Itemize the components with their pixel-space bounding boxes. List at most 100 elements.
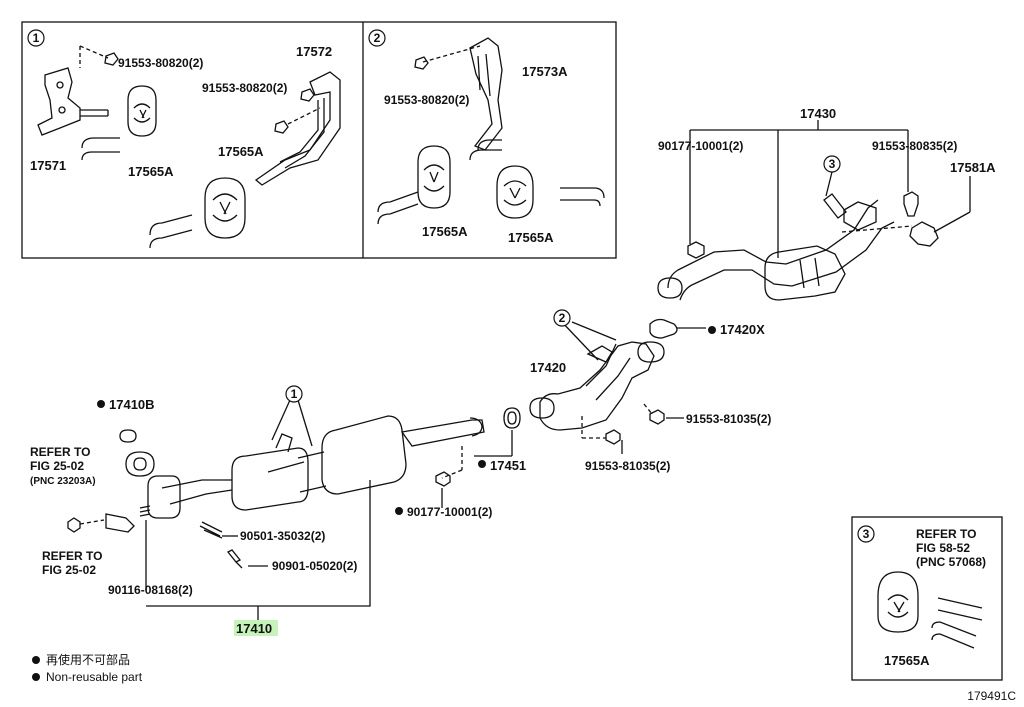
flange <box>529 397 555 419</box>
non-reusable-bullet <box>708 326 716 334</box>
pipe-stub <box>149 214 193 249</box>
nut-90177-icon <box>687 241 705 259</box>
bolt-91553-icon <box>104 52 119 66</box>
callout-2-tag-text: 2 <box>559 311 566 325</box>
tailpipe-tip <box>843 201 877 231</box>
bracket-17573A <box>469 37 503 151</box>
panel-1-tag-text: 1 <box>33 31 40 45</box>
part-label: 17565A <box>422 224 468 239</box>
spring-90501-icon <box>199 521 223 539</box>
bolt-91553-81035-icon <box>605 429 621 445</box>
panel-3-tag-text: 3 <box>863 527 870 541</box>
pipe-stub <box>81 137 120 161</box>
part-highlight <box>234 620 278 636</box>
detail-panel-frame <box>21 21 617 259</box>
pipe-stub <box>377 191 419 225</box>
flange <box>657 277 683 299</box>
part-label: 90901-05020(2) <box>272 559 357 573</box>
part-label: 91553-80835(2) <box>872 139 957 153</box>
assembly-bracket-17410 <box>146 480 371 607</box>
callout-3-tag <box>823 155 841 173</box>
refer-text: FIG 25-02 <box>30 459 84 473</box>
part-label: 90177-10001(2) <box>658 139 743 153</box>
panel-2-tag-text: 2 <box>374 31 381 45</box>
inlet-pipe <box>161 479 233 505</box>
part-label: 17571 <box>30 158 66 173</box>
refer-text: REFER TO <box>30 445 90 459</box>
refer-text: FIG 58-52 <box>916 541 970 555</box>
pipe-stub <box>469 139 502 161</box>
pipe-outlet <box>400 419 485 447</box>
part-label: 17565A <box>884 653 930 668</box>
bolt-91553-80835-icon <box>903 191 919 217</box>
part-label: 17565A <box>508 230 554 245</box>
callout-1-tag <box>285 385 303 403</box>
panel-2-tag <box>368 29 386 47</box>
refer-text: REFER TO <box>916 527 976 541</box>
inlet-flange <box>147 475 181 519</box>
part-label: 91553-80820(2) <box>202 81 287 95</box>
legend-bullet <box>32 656 40 664</box>
gasket-17451-icon <box>503 407 521 429</box>
part-label: 17565A <box>128 164 174 179</box>
hanger-17565A-icon <box>877 571 919 633</box>
hanger-17565A-icon <box>417 145 451 209</box>
part-label: 17451 <box>490 458 526 473</box>
part-label: 91553-81035(2) <box>585 459 670 473</box>
legend-en: Non-reusable part <box>46 670 143 684</box>
front-pipe-17420 <box>539 341 655 431</box>
stud-90116-icon <box>139 505 151 517</box>
pipe-stub <box>931 597 983 649</box>
callout-3-tag-text: 3 <box>829 157 836 171</box>
part-label: 91553-80820(2) <box>118 56 203 70</box>
detail-panel-3-frame <box>851 516 1003 681</box>
part-label: 91553-81035(2) <box>686 412 771 426</box>
part-label: 17420 <box>530 360 566 375</box>
part-label: 17581A <box>950 160 996 175</box>
pipe-stub <box>560 187 605 207</box>
hanger-bracket <box>823 193 847 219</box>
non-reusable-bullet <box>395 507 403 515</box>
gasket-icon <box>119 429 137 443</box>
bracket-17571 <box>37 67 81 136</box>
part-label: 17573A <box>522 64 568 79</box>
flange <box>637 341 665 363</box>
converter-front <box>231 447 309 511</box>
refer-text: (PNC 57068) <box>916 555 986 569</box>
part-label: 17565A <box>218 144 264 159</box>
part-label: 91553-80820(2) <box>384 93 469 107</box>
part-label: 90177-10001(2) <box>407 505 492 519</box>
bracket-17572 <box>254 71 341 186</box>
non-reusable-bullet <box>478 460 486 468</box>
bolt-icon <box>300 88 315 102</box>
part-label: 17430 <box>800 106 836 121</box>
converter-17430 <box>764 245 846 301</box>
bolt-91553-81035-icon <box>649 409 665 425</box>
hanger-17565A-icon <box>496 165 534 219</box>
part-label: 17420X <box>720 322 765 337</box>
non-reusable-bullet <box>97 400 105 408</box>
hanger-bracket <box>586 345 613 363</box>
part-label: 17410B <box>109 397 155 412</box>
refer-text: (PNC 23203A) <box>30 476 96 487</box>
part-label: 90116-08168(2) <box>108 583 193 597</box>
bolt-90901-icon <box>226 549 243 569</box>
legend-bullet <box>32 673 40 681</box>
bolt-91553-icon <box>414 56 429 70</box>
sensor <box>105 513 135 533</box>
panel-3-tag <box>857 525 875 543</box>
refer-text: FIG 25-02 <box>42 563 96 577</box>
hanger-17565A-icon <box>127 85 157 137</box>
nut-icon <box>67 517 81 533</box>
panel-1-tag <box>27 29 45 47</box>
nut-90177-icon <box>435 471 451 487</box>
part-label: 17572 <box>296 44 332 59</box>
bolt-icon <box>274 120 289 134</box>
refer-text: REFER TO <box>42 549 102 563</box>
converter-rear <box>321 415 407 495</box>
clamp-17581A <box>909 221 939 247</box>
gasket-17420X-icon <box>649 318 678 339</box>
hanger-17565A-icon <box>204 177 246 239</box>
